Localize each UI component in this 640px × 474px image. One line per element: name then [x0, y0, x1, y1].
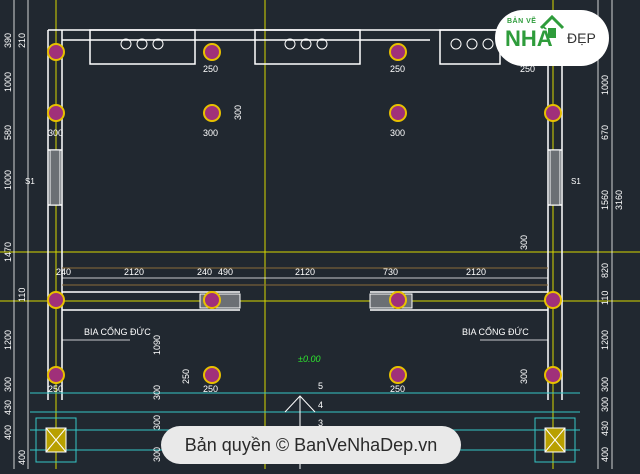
col-size-0: 250 [203, 64, 218, 74]
step-5: 5 [318, 381, 323, 391]
col-size-4: 300 [203, 128, 218, 138]
column-0 [47, 43, 65, 61]
dim-right-7: 1200 [600, 330, 610, 350]
dim-right-11: 400 [600, 447, 610, 462]
level-mark: ±0.00 [298, 354, 320, 364]
col-size-8: 250 [48, 384, 63, 394]
logo-line1: BẢN VẼ [507, 18, 537, 25]
dim-top-1: 240 [197, 267, 212, 277]
column-6 [389, 104, 407, 122]
dim-mid-2: 300 [152, 385, 162, 400]
dim-top-5: 2120 [466, 267, 486, 277]
section-mark-right: S1 [571, 177, 581, 186]
beam-row [62, 267, 548, 286]
dim-mid-4: 300 [152, 447, 162, 462]
column-7 [544, 104, 562, 122]
wall-blocks [49, 149, 561, 309]
dim-top-6: 240 [56, 267, 71, 277]
walls [47, 29, 563, 400]
dim-right-2: 670 [600, 125, 610, 140]
dim-mid-1: 250 [181, 369, 191, 384]
column-9 [203, 291, 221, 309]
fixture-rings [120, 38, 494, 50]
step-4: 4 [318, 400, 323, 410]
column-4 [47, 104, 65, 122]
dim-left-10: 400 [3, 425, 13, 440]
column-12 [47, 366, 65, 384]
section-mark-left: S1 [25, 177, 35, 186]
column-1 [203, 43, 221, 61]
site-logo: BẢN VẼ NHÀ ĐẸP [495, 10, 609, 66]
copyright-watermark: Bản quyền © BanVeNhaDep.vn [161, 426, 461, 464]
logo-line2: NHÀ [505, 26, 553, 51]
dim-left-0: 390 [3, 33, 13, 48]
col-size-2: 250 [520, 64, 535, 74]
column-10 [389, 291, 407, 309]
dim-left-2: 1000 [3, 72, 13, 92]
dim-right-6: 110 [600, 291, 610, 305]
dim-left-1: 210 [17, 33, 27, 48]
corner-pillars [35, 417, 576, 463]
dim-mid-0: 1090 [152, 335, 162, 355]
dim-mid-7: 300 [233, 105, 243, 120]
dim-top-4: 730 [383, 267, 398, 277]
dim-left-8: 300 [3, 377, 13, 392]
dim-left-7: 1200 [3, 330, 13, 350]
dim-mid-5: 300 [519, 369, 529, 384]
column-14 [389, 366, 407, 384]
col-size-5: 300 [390, 128, 405, 138]
column-2 [389, 43, 407, 61]
dim-left-5: 1470 [3, 242, 13, 262]
dim-left-6: 110 [17, 288, 27, 302]
column-5 [203, 104, 221, 122]
dim-top-0: 2120 [124, 267, 144, 277]
col-size-7: 250 [390, 384, 405, 394]
dim-right-8: 300 [600, 377, 610, 392]
dim-left-3: 580 [3, 125, 13, 140]
dim-mid-6: 300 [519, 235, 529, 250]
dim-right-3: 1560 [600, 190, 610, 210]
column-8 [47, 291, 65, 309]
dim-left-9: 430 [3, 400, 13, 415]
dim-right-4: 3160 [614, 190, 624, 210]
column-15 [544, 366, 562, 384]
dim-left-4: 1000 [3, 170, 13, 190]
vertical-dims-mid: 1090 250 300 300 300 300 300 300 [152, 105, 529, 462]
col-size-6: 250 [203, 384, 218, 394]
label-left-wall: BIA CỔNG ĐỨC [84, 326, 151, 337]
label-right-wall: BIA CỔNG ĐỨC [462, 326, 529, 337]
dimension-lines [13, 0, 613, 469]
dim-top-3: 2120 [295, 267, 315, 277]
dim-left-11: 400 [17, 450, 27, 465]
logo-line3: ĐẸP [567, 30, 596, 46]
vertical-dims-left: 390 210 1000 580 1000 1470 110 1200 300 … [3, 33, 27, 465]
col-size-1: 250 [390, 64, 405, 74]
col-size-3: 300 [48, 128, 63, 138]
step-3: 3 [318, 418, 323, 428]
dim-right-5: 820 [600, 263, 610, 278]
dim-right-1: 1000 [600, 75, 610, 95]
column-13 [203, 366, 221, 384]
dim-right-9: 300 [600, 397, 610, 412]
column-11 [544, 291, 562, 309]
dim-top-2: 490 [218, 267, 233, 277]
annotations: BIA CỔNG ĐỨC BIA CỔNG ĐỨC ±0.00 5 4 3 21… [25, 64, 581, 428]
dim-mid-3: 300 [152, 415, 162, 430]
dim-right-10: 430 [600, 421, 610, 436]
house-icon [539, 14, 565, 38]
